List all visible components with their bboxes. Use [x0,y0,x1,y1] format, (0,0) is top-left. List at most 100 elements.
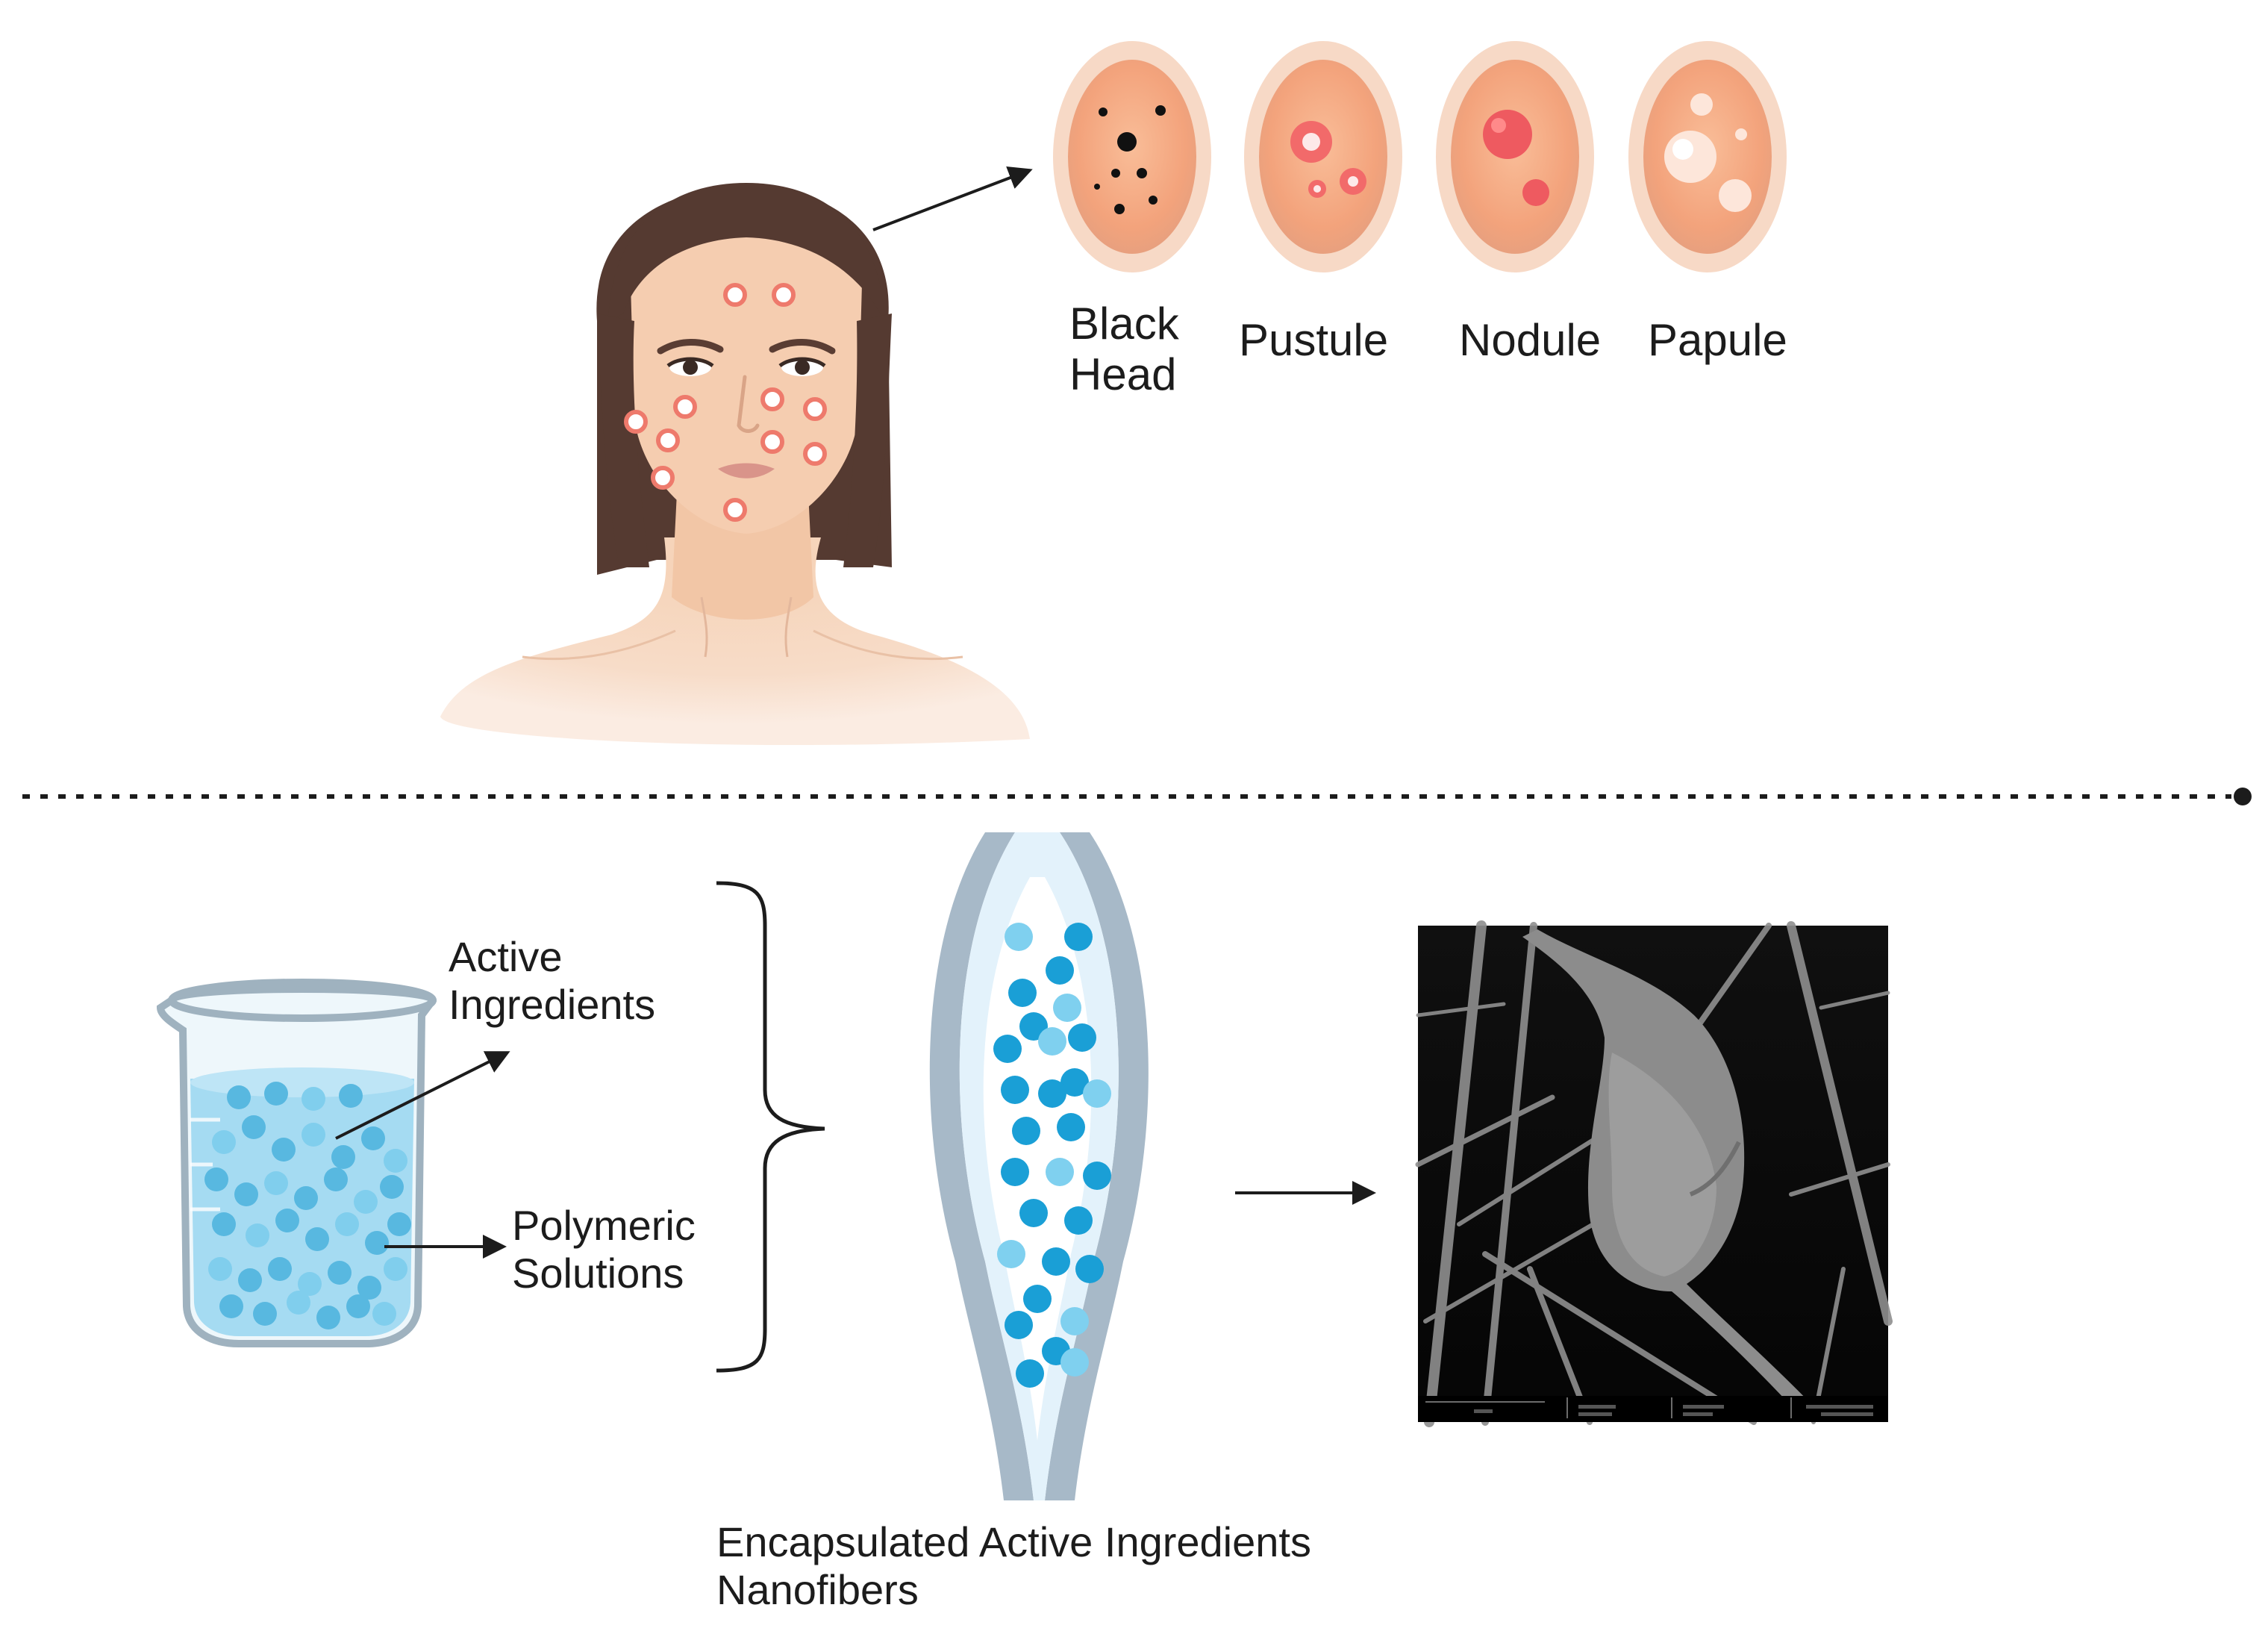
active-ingredients-line1: Active [449,933,563,980]
lesion-dot [656,428,680,452]
particle [1042,1247,1070,1276]
lesion-dot [651,466,675,490]
particle [1038,1079,1066,1108]
nanofiber-illustration [929,832,1149,1500]
acne-label-blackhead-line1: Black [1069,299,1179,349]
particle [384,1149,407,1173]
particle [316,1306,340,1329]
lesion-dot [772,283,796,307]
divider-end-dot [2234,788,2252,805]
particle [253,1302,277,1326]
particle [1001,1158,1029,1186]
pustule-skin-icon [1244,41,1402,272]
grouping-brace [716,881,825,1373]
acne-type-row [1053,41,1787,272]
particle [294,1186,318,1210]
acne-label-blackhead: Black Head [1069,299,1179,400]
particle [354,1190,378,1214]
particle [1005,1311,1033,1339]
particle [1075,1255,1104,1283]
particle [302,1123,325,1147]
papule-skin-icon [1628,41,1787,272]
particle [331,1145,355,1169]
particle [268,1257,292,1281]
particle [1064,923,1093,951]
particle [1005,923,1033,951]
particle [335,1212,359,1236]
torso [440,537,1030,746]
particle [287,1291,310,1315]
hair-front [608,183,884,321]
particle [242,1115,266,1139]
particle [234,1182,258,1206]
polymeric-solutions-line2: Solutions [512,1250,684,1297]
particle [1060,1307,1089,1335]
blackhead-skin-icon [1053,41,1211,272]
particle [324,1167,348,1191]
particle [219,1294,243,1318]
polymeric-solutions-label: Polymeric Solutions [512,1202,696,1297]
particle [357,1276,381,1300]
particle [238,1268,262,1292]
lesion-dot [723,283,747,307]
lesion-dot [723,498,747,522]
acne-label-nodule: Nodule [1459,315,1602,365]
particle [1083,1079,1111,1108]
fiber-particles [993,923,1111,1388]
lesion-dot [760,387,784,411]
particle [302,1087,325,1111]
beaker-icon [156,979,437,1347]
particle [208,1257,232,1281]
particle [1083,1162,1111,1190]
particle [1038,1027,1066,1056]
nanofiber-caption-line1: Encapsulated Active Ingredients [716,1518,1311,1565]
particle [1064,1206,1093,1235]
particle [1019,1199,1048,1227]
particle [212,1130,236,1154]
particle [264,1082,288,1106]
particle [305,1227,329,1251]
particle [1060,1348,1089,1377]
particle [1001,1076,1029,1104]
particle [298,1272,322,1296]
particle [1057,1113,1085,1141]
particle [1053,994,1081,1022]
particle [997,1240,1025,1268]
particle [275,1209,299,1232]
face-to-acne-arrow [872,166,1033,231]
active-ingredients-line2: Ingredients [449,981,656,1028]
patient-illustration [440,183,1030,746]
nodule-skin-icon [1436,41,1594,272]
particle [246,1223,269,1247]
lesion-dot [673,395,697,419]
particle [361,1126,385,1150]
particle [1008,979,1037,1007]
acne-label-papule: Papule [1648,315,1787,365]
nanofiber-caption-line2: Nanofibers [716,1566,919,1613]
nanofiber-caption: Encapsulated Active Ingredients Nanofibe… [716,1518,1311,1614]
active-ingredients-label: Active Ingredients [449,933,655,1029]
polymeric-solutions-line1: Polymeric [512,1202,696,1249]
particle [1068,1023,1096,1052]
acne-label-pustule: Pustule [1239,315,1389,365]
particle [346,1294,370,1318]
particle [380,1175,404,1199]
lesion-dot [624,410,648,434]
particle [993,1035,1022,1063]
particle [1060,1068,1089,1097]
particle [204,1167,228,1191]
particle [212,1212,236,1236]
particle [384,1257,407,1281]
particle [227,1085,251,1109]
particle [1016,1359,1044,1388]
particle [387,1212,411,1236]
lesion-dot [803,442,827,466]
particle [1046,1158,1074,1186]
particle [264,1171,288,1195]
particle [1012,1117,1040,1145]
particle [372,1302,396,1326]
acne-label-blackhead-line2: Head [1069,349,1177,399]
facial-lesions [624,283,827,522]
